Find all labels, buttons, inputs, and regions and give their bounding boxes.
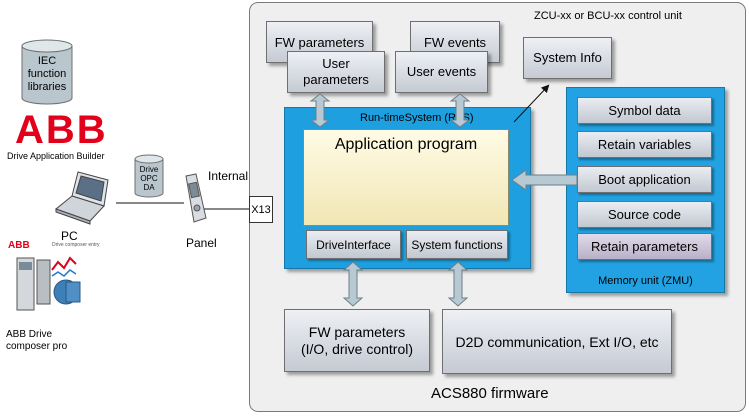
composer-tag: Drive composer entry <box>52 242 100 248</box>
application-program-box <box>303 129 509 226</box>
source-code-box: Source code <box>577 201 712 228</box>
fw-parameters-io-line1: FW parameters <box>308 323 406 340</box>
drive-interface-bottom-arrow <box>342 261 364 307</box>
rts-system-info-arrow <box>513 84 550 123</box>
drive-interface-box: DriveInterface <box>306 230 401 259</box>
opc-line3: DA <box>143 183 155 192</box>
drive-application-builder-label: Drive Application Builder <box>7 151 105 161</box>
abb-small-logo: ABB <box>8 240 30 251</box>
panel-device-icon <box>185 173 207 223</box>
system-functions-bottom-arrow <box>447 261 469 307</box>
memory-unit-title: Memory unit (ZMU) <box>598 275 693 287</box>
pc-label: PC <box>61 229 78 243</box>
fw-parameters-io-line2: (I/O, drive control) <box>300 340 414 357</box>
user-events-box: User events <box>395 51 488 93</box>
drive-opc-cylinder <box>134 154 164 198</box>
iec-library-cylinder <box>21 39 73 105</box>
d2d-box: D2D communication, Ext I/O, etc <box>442 309 672 374</box>
user-parameters-line2: parameters <box>303 72 369 87</box>
user-events-rts-arrow <box>449 93 471 128</box>
drive-composer-graphic <box>16 256 81 311</box>
iec-line3: libraries <box>27 81 67 93</box>
rts-title: Run-timeSystem (RTS) <box>360 112 474 124</box>
control-unit-title: ZCU-xx or BCU-xx control unit <box>534 10 682 22</box>
laptop-icon <box>54 171 109 225</box>
system-functions-box: System functions <box>406 230 508 259</box>
application-program-label: Application program <box>334 136 478 153</box>
drive-opc-label: Drive OPC DA <box>135 165 163 192</box>
fw-parameters-box: FW parameters <box>266 21 373 63</box>
retain-parameters-box: Retain parameters <box>577 233 712 260</box>
opc-line1: Drive <box>139 165 159 174</box>
composer-line1: ABB Drive <box>6 329 53 340</box>
iec-line1: IEC <box>37 55 57 67</box>
user-parameters-line1: User <box>322 56 350 71</box>
retain-variables-box: Retain variables <box>577 131 712 158</box>
opc-line2: OPC <box>140 174 158 183</box>
iec-libraries-label: IEC function libraries <box>22 55 72 94</box>
x13-port: X13 <box>249 196 273 223</box>
user-params-rts-arrow <box>309 93 331 128</box>
system-info-box: System Info <box>523 37 612 79</box>
user-parameters-box: User parameters <box>287 51 385 93</box>
iec-line2: function <box>27 68 67 80</box>
panel-label: Panel <box>186 236 217 250</box>
boot-app-rts-arrow <box>511 169 578 191</box>
composer-name-label: ABB Drive composer pro <box>6 329 67 353</box>
symbol-data-box: Symbol data <box>577 97 712 124</box>
fw-parameters-io-box: FW parameters (I/O, drive control) <box>284 309 430 372</box>
composer-line2: composer pro <box>6 341 68 352</box>
internal-label: Internal <box>208 169 249 183</box>
abb-logo: ABB <box>15 108 108 152</box>
boot-application-box: Boot application <box>577 166 712 193</box>
firmware-label: ACS880 firmware <box>431 385 549 402</box>
